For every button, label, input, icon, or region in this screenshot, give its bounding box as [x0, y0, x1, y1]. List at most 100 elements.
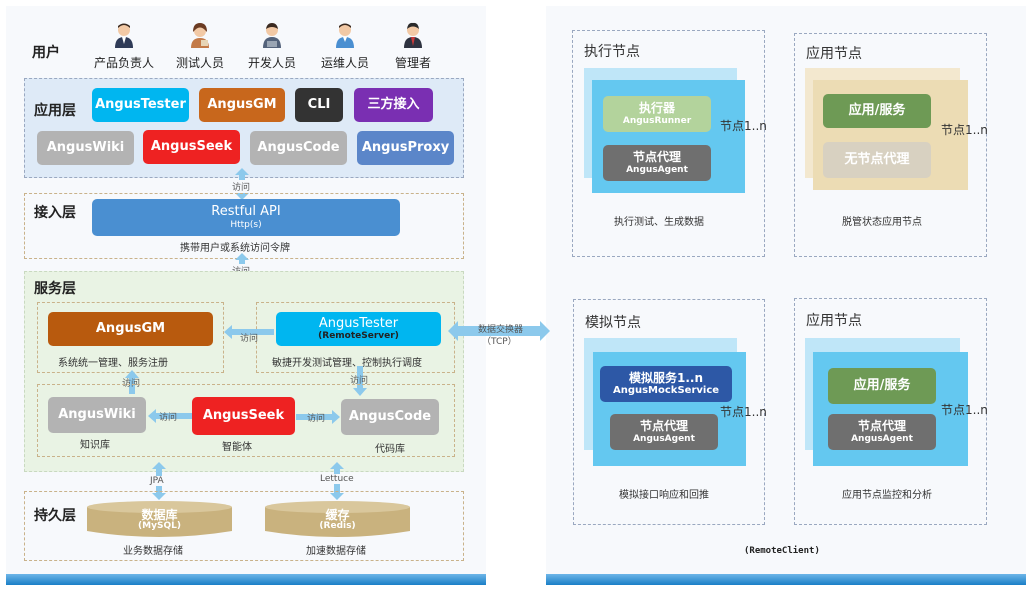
gm-caption: 系统统一管理、服务注册: [58, 358, 168, 369]
app2-agent-sub: AngusAgent: [851, 433, 913, 444]
jpa-label: JPA: [150, 476, 164, 486]
service-layer-label: 服务层: [34, 281, 76, 297]
api-title: Restful API: [211, 204, 281, 220]
exec-count: 节点1..n: [720, 119, 767, 133]
user-name: 运维人员: [320, 56, 369, 70]
user-name: 管理者: [394, 56, 431, 70]
user-manager: 管理者: [378, 22, 448, 71]
lower-group-box: [37, 384, 455, 457]
manager-avatar-icon: [404, 22, 422, 48]
service-angusgm[interactable]: AngusGM: [48, 312, 213, 346]
product-owner-avatar-icon: [115, 23, 133, 48]
arrow-left-icon: [224, 325, 274, 339]
users-label: 用户: [32, 45, 60, 61]
user-name: 开发人员: [247, 56, 296, 70]
user-tester: 测试人员: [165, 22, 235, 71]
exec-node-title: 执行节点: [584, 44, 640, 60]
db-sub: (MySQL): [138, 521, 181, 532]
app-anguscode[interactable]: AngusCode: [250, 131, 347, 165]
wiki-caption: 知识库: [80, 440, 110, 451]
lettuce-label: Lettuce: [320, 474, 354, 484]
arrow-right-icon: [296, 410, 340, 424]
app1-no-agent[interactable]: 无节点代理: [823, 142, 931, 178]
data-exchanger-label: 数据交换器: [478, 325, 524, 335]
app-cli[interactable]: CLI: [295, 88, 343, 122]
mock-agent-title: 节点代理: [639, 419, 688, 434]
service-angusseek[interactable]: AngusSeek: [192, 397, 295, 435]
app2-agent-title: 节点代理: [857, 419, 906, 434]
app-angusgm[interactable]: AngusGM: [199, 88, 285, 122]
user-name: 测试人员: [175, 56, 224, 70]
user-name: 产品负责人: [93, 56, 154, 70]
runner-title: 执行器: [638, 101, 675, 116]
user-ops: 运维人员: [310, 22, 380, 71]
database-cylinder[interactable]: 数据库 (MySQL): [87, 501, 232, 537]
agent-title: 节点代理: [632, 150, 681, 165]
remote-client-label: (RemoteClient): [744, 546, 820, 556]
app2-count: 节点1..n: [941, 403, 988, 417]
cache-cylinder[interactable]: 缓存 (Redis): [265, 501, 410, 537]
double-arrow-icon: [448, 321, 550, 341]
mock-count: 节点1..n: [720, 405, 767, 419]
app-angusproxy[interactable]: AngusProxy: [357, 131, 454, 165]
tester-avatar-icon: [191, 23, 209, 48]
service-anguscode[interactable]: AngusCode: [341, 399, 439, 435]
persist-layer-label: 持久层: [34, 508, 76, 524]
app-anguswiki[interactable]: AngusWiki: [37, 131, 134, 165]
right-bottom-bar: [546, 574, 1026, 585]
access-label: 访问: [350, 376, 369, 386]
cache-title: 缓存: [325, 508, 350, 522]
app-node-box-2: [794, 298, 987, 525]
mock-node-box: [573, 299, 765, 525]
persist-layer-box: [24, 491, 464, 561]
agent-sub: AngusAgent: [626, 164, 688, 175]
arrow-left-icon: [148, 409, 192, 423]
db-caption: 业务数据存储: [123, 546, 183, 557]
api-caption: 携带用户或系统访问令牌: [180, 243, 290, 254]
app-angustester[interactable]: AngusTester: [92, 88, 189, 122]
arrow-down-icon: [353, 366, 367, 396]
app2-caption: 应用节点监控和分析: [842, 490, 932, 501]
app1-count: 节点1..n: [941, 123, 988, 137]
app2-service[interactable]: 应用/服务: [828, 368, 936, 404]
db-title: 数据库: [141, 508, 178, 522]
cache-caption: 加速数据存储: [306, 546, 366, 557]
access-label: 访问: [159, 413, 178, 423]
exec-caption: 执行测试、生成数据: [614, 217, 704, 228]
user-product-owner: 产品负责人: [89, 22, 159, 71]
mock-caption: 模拟接口响应和回推: [619, 490, 709, 501]
tester-title: AngusTester: [318, 315, 399, 331]
app-node-box-1: [794, 33, 987, 257]
app-angusseek[interactable]: AngusSeek: [143, 130, 240, 164]
access-label: 访问: [240, 334, 259, 344]
app-node-title-2: 应用节点: [806, 313, 862, 329]
service-angustester[interactable]: AngusTester(RemoteServer): [276, 312, 441, 346]
tcp-label: （TCP）: [482, 337, 517, 347]
code-caption: 代码库: [375, 444, 405, 455]
api-sub: Http(s): [230, 219, 262, 230]
mock-agent-sub: AngusAgent: [633, 433, 695, 444]
app-thirdparty[interactable]: 三方接入: [354, 88, 433, 122]
mock-service-sub: AngusMockService: [612, 385, 720, 397]
seek-caption: 智能体: [222, 442, 252, 453]
app-layer-label: 应用层: [34, 103, 76, 119]
arrow-up-icon: [125, 370, 139, 394]
exec-node-box: [572, 30, 765, 257]
app1-service[interactable]: 应用/服务: [823, 94, 931, 128]
app1-caption: 脱管状态应用节点: [842, 217, 922, 228]
ops-avatar-icon: [336, 23, 354, 48]
mock-service-title: 模拟服务1..n: [628, 370, 703, 385]
mock-node-title: 模拟节点: [585, 315, 641, 331]
tester-sub: (RemoteServer): [318, 331, 399, 342]
access-label: 访问: [232, 180, 251, 193]
service-anguswiki[interactable]: AngusWiki: [48, 397, 146, 433]
tester-caption: 敏捷开发测试管理、控制执行调度: [272, 358, 422, 369]
left-bottom-bar: [6, 574, 486, 585]
developer-avatar-icon: [263, 23, 281, 48]
